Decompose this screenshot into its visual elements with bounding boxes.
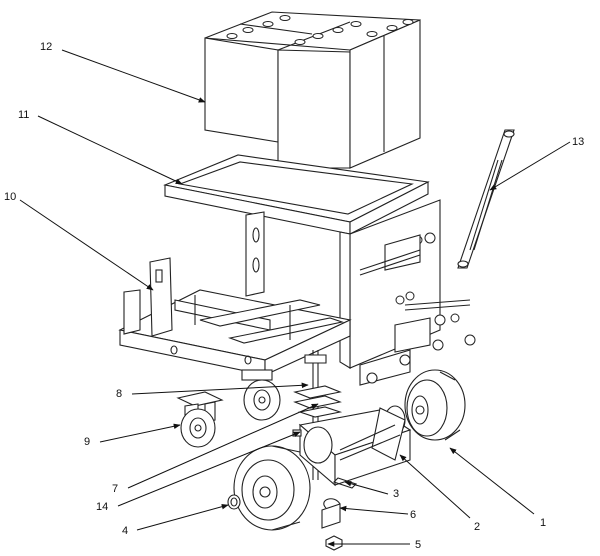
nut [325, 535, 343, 551]
swivel-caster [176, 391, 224, 448]
callout-4: 4 [122, 525, 128, 537]
hub-cap [227, 494, 241, 510]
callout-9: 9 [84, 436, 90, 448]
mounting-bolt-stack [293, 350, 343, 480]
motor-gearbox [292, 405, 412, 487]
chassis-frame [118, 199, 476, 386]
battery-pack [204, 11, 421, 169]
callout-3: 3 [393, 488, 399, 500]
callout-10: 10 [4, 191, 16, 203]
callout-11: 11 [18, 109, 29, 121]
callout-13: 13 [572, 136, 584, 148]
callout-6: 6 [410, 509, 416, 521]
left-drive-wheel [233, 445, 311, 531]
clamp-bracket [321, 498, 341, 529]
callout-14: 14 [96, 501, 108, 513]
callout-5: 5 [415, 539, 421, 551]
callout-leaders [19, 49, 571, 547]
callout-2: 2 [474, 521, 480, 533]
right-drive-wheel [404, 369, 466, 441]
callout-labels: 12 11 10 13 8 9 7 14 4 5 6 3 2 1 [4, 41, 584, 551]
callout-12: 12 [40, 41, 52, 53]
callout-1: 1 [540, 517, 546, 529]
rear-caster [241, 369, 281, 421]
strut-rod [457, 129, 515, 269]
callout-8: 8 [116, 388, 122, 400]
callout-7: 7 [112, 483, 118, 495]
